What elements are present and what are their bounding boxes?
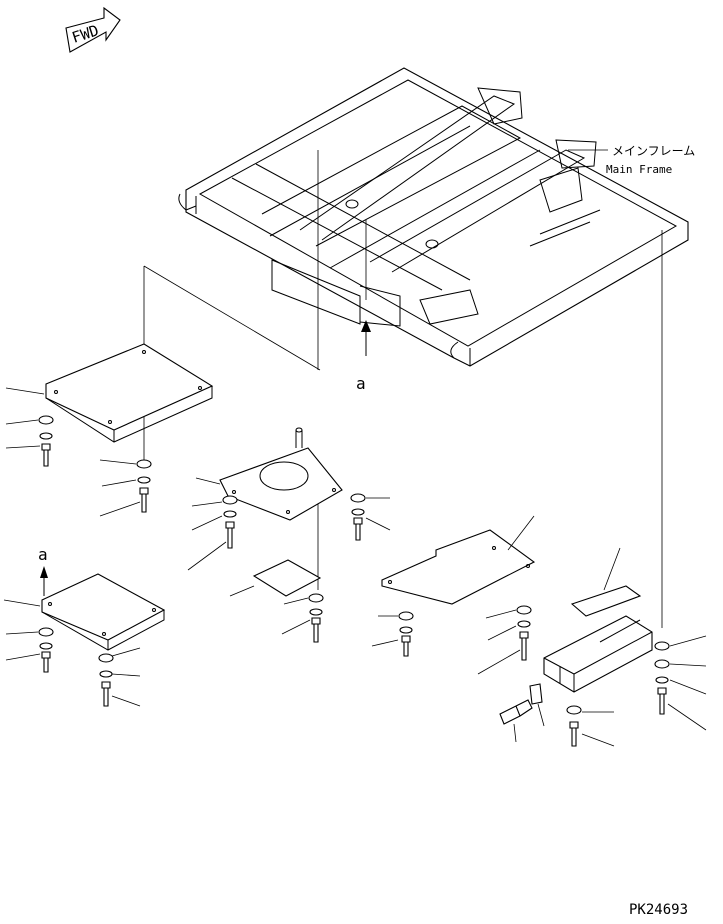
bolt-washer-set-6 — [5, 627, 54, 673]
main-frame — [178, 67, 689, 367]
cover-plate-upper-left — [45, 343, 214, 443]
bolt-washer-set-9 — [477, 605, 532, 675]
main-frame-label-en: Main Frame — [606, 163, 672, 176]
clip-and-bolt — [499, 683, 545, 743]
view-marker-top: a — [356, 320, 371, 393]
bolt-washer-set-8 — [371, 611, 414, 657]
view-marker-left: a — [38, 545, 48, 596]
bolt-washer-set-7 — [98, 647, 141, 707]
small-cover-plate — [229, 559, 322, 597]
cover-plate-right-center — [381, 515, 536, 605]
bolt-washer-set-10 — [654, 635, 707, 731]
cover-small-right — [570, 547, 642, 617]
bolt-washer-set-1 — [5, 415, 54, 467]
bolt-washer-set-11 — [566, 705, 615, 747]
bolt-washer-set-4 — [350, 493, 391, 541]
bolt-washer-set-5 — [281, 593, 324, 643]
cover-plate-lower-left — [41, 573, 166, 651]
bolt-washer-set-2 — [99, 459, 152, 517]
view-marker-left-label: a — [38, 545, 48, 564]
fwd-arrow-icon: FWD — [65, 6, 121, 53]
main-frame-label-jp: メインフレーム — [612, 144, 695, 158]
bolt-washer-set-3 — [187, 495, 238, 571]
fwd-label: FWD — [70, 21, 101, 46]
box-bracket-right — [543, 615, 653, 693]
view-marker-top-label: a — [356, 374, 366, 393]
cover-plate-center — [219, 427, 343, 521]
drawing-number: PK24693 — [629, 902, 688, 918]
main-frame-callout: メインフレーム Main Frame — [568, 144, 695, 176]
